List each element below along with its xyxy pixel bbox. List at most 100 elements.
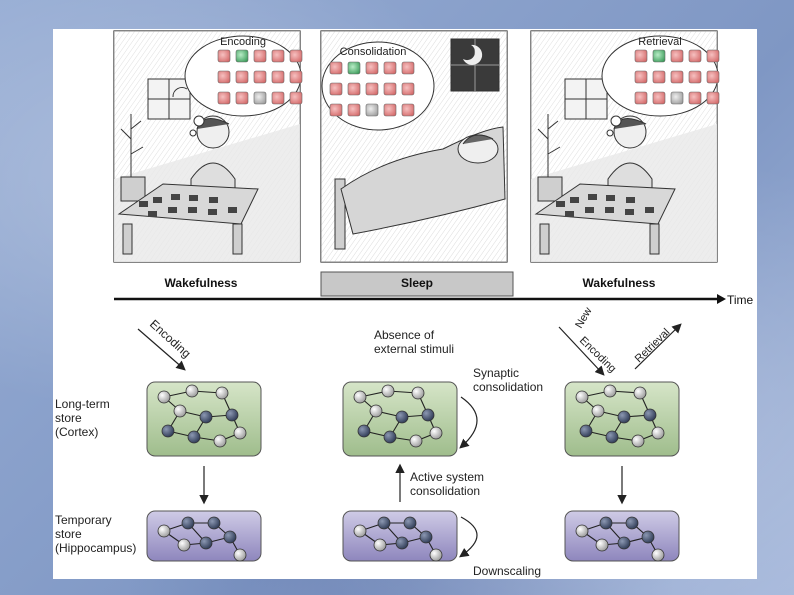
temporary-label-line3: (Hippocampus) (55, 541, 136, 555)
neuron-node (421, 408, 435, 422)
memory-card (253, 91, 267, 105)
memory-card (329, 82, 343, 96)
retrieval-arrow-label: Retrieval (633, 326, 673, 365)
memory-card (634, 70, 648, 84)
cortex-network-3 (575, 384, 665, 448)
new-label: New (573, 305, 594, 330)
memory-card (347, 82, 361, 96)
memory-card (383, 103, 397, 117)
synaptic-label-line1: Synaptic (473, 366, 519, 380)
neuron-node (409, 434, 423, 448)
memory-card (652, 49, 666, 63)
memory-card (217, 91, 231, 105)
memory-card (365, 103, 379, 117)
neuron-node (187, 430, 201, 444)
timeline-label: Time (727, 293, 754, 307)
downscaling-arrow (459, 516, 478, 558)
memory-card (401, 61, 415, 75)
memory-card (383, 61, 397, 75)
neuron-node (223, 530, 237, 544)
neuron-node (617, 536, 631, 550)
memory-card (634, 91, 648, 105)
memory-card (706, 91, 720, 105)
synaptic-consolidation-arrow (459, 396, 478, 449)
memory-card (217, 49, 231, 63)
neuron-node (233, 426, 247, 440)
neuron-node (429, 548, 443, 562)
neuron-node (369, 404, 383, 418)
memory-card (670, 91, 684, 105)
long-term-label-line2: store (55, 411, 82, 425)
timeline-arrowhead (717, 294, 726, 304)
memory-card (670, 49, 684, 63)
memory-card (235, 70, 249, 84)
active-system-label-line1: Active system (410, 470, 484, 484)
neuron-node (579, 424, 593, 438)
memory-card (634, 49, 648, 63)
neuron-node (353, 390, 367, 404)
neuron-node (215, 386, 229, 400)
memory-card (329, 103, 343, 117)
sleep-bar (320, 271, 514, 297)
wakefulness-encoding-panel (113, 30, 302, 263)
hippocampus-store-box-2 (342, 510, 458, 562)
hippocampus-network-3 (575, 516, 665, 562)
retrieval-arrow (634, 323, 682, 370)
neuron-node (595, 538, 609, 552)
right-state-label: Wakefulness (583, 276, 656, 290)
neuron-node (617, 410, 631, 424)
neuron-node (381, 384, 395, 398)
memory-card (329, 61, 343, 75)
neuron-node (199, 536, 213, 550)
active-system-label-line2: consolidation (410, 484, 480, 498)
hippocampus-network-1 (157, 516, 247, 562)
neuron-node (161, 424, 175, 438)
neuron-node (603, 384, 617, 398)
downscaling-label: Downscaling (473, 564, 541, 578)
neuron-node (377, 516, 391, 530)
left-state-label: Wakefulness (165, 276, 238, 290)
neuron-node (177, 538, 191, 552)
neuron-node (157, 390, 171, 404)
temporary-label-line1: Temporary (55, 513, 112, 527)
retrieval-card-grid (634, 49, 720, 105)
neuron-node (199, 410, 213, 424)
memory-card (688, 49, 702, 63)
temporary-label-line2: store (55, 527, 82, 541)
memory-card (235, 91, 249, 105)
memory-card (383, 82, 397, 96)
neuron-node (173, 404, 187, 418)
neuron-node (383, 430, 397, 444)
memory-card (253, 49, 267, 63)
retrieval-bubble-label: Retrieval (638, 36, 681, 48)
memory-card (289, 70, 303, 84)
memory-card (365, 82, 379, 96)
neuron-node (591, 404, 605, 418)
memory-card (401, 103, 415, 117)
memory-card (670, 70, 684, 84)
neuron-node (357, 424, 371, 438)
long-term-label-line1: Long-term (55, 397, 110, 411)
neuron-node (651, 426, 665, 440)
neuron-node (429, 426, 443, 440)
memory-card (347, 61, 361, 75)
neuron-node (373, 538, 387, 552)
memory-card (706, 49, 720, 63)
encoding-arrow-label: Encoding (147, 317, 194, 361)
neuron-node (633, 386, 647, 400)
neuron-node (599, 516, 613, 530)
neuron-node (625, 516, 639, 530)
memory-card (688, 91, 702, 105)
figure-canvas: Encoding Consolidation Retrieval Wakeful… (55, 30, 754, 578)
neuron-node (225, 408, 239, 422)
memory-card (271, 70, 285, 84)
memory-card (271, 91, 285, 105)
memory-card (271, 49, 285, 63)
synaptic-label-line2: consolidation (473, 380, 543, 394)
memory-card (365, 61, 379, 75)
absence-label-line1: Absence of (374, 328, 435, 342)
memory-card (652, 91, 666, 105)
neuron-node (605, 430, 619, 444)
memory-card (289, 49, 303, 63)
neuron-node (575, 524, 589, 538)
